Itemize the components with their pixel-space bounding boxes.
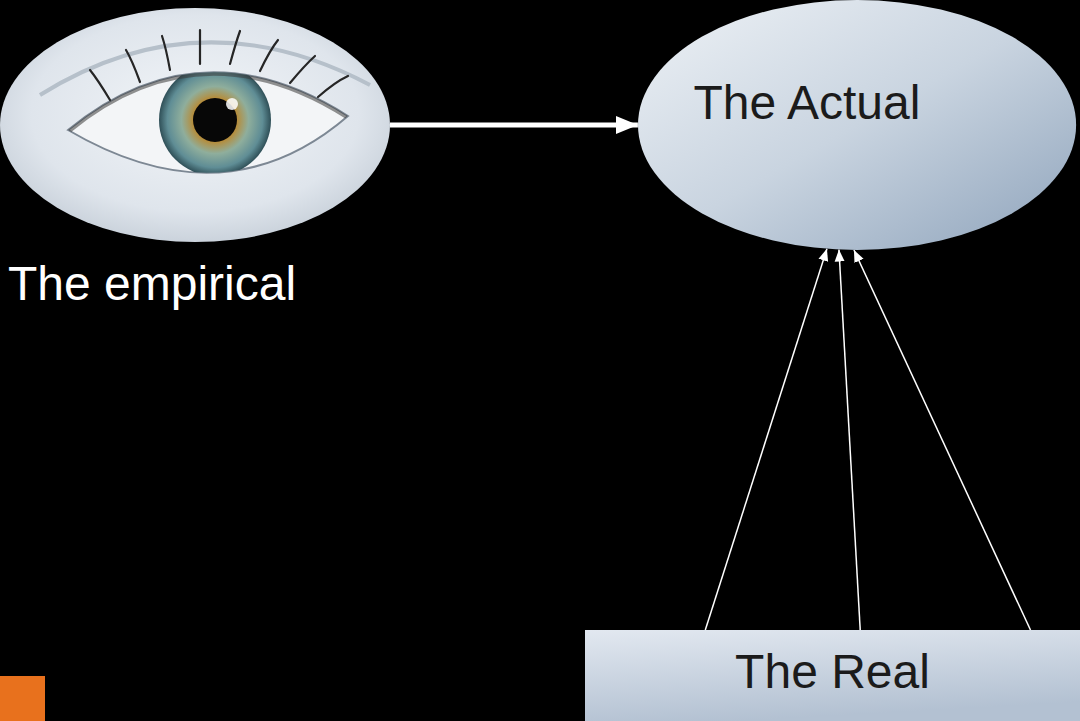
eye-pupil <box>193 98 237 142</box>
eye-iris <box>159 64 271 176</box>
arrow-connector <box>390 123 638 128</box>
node-label: The Real <box>735 644 930 699</box>
accent-square <box>0 676 45 721</box>
arrow-connector <box>854 250 1031 630</box>
eye-picture <box>0 8 390 242</box>
real-box: The Real <box>585 630 1080 721</box>
arrow-connector <box>705 249 827 630</box>
eye-skin <box>0 8 390 242</box>
node-label: The empirical <box>8 256 296 311</box>
eye-lashes <box>90 30 348 100</box>
eye-lid-shadow <box>68 72 348 130</box>
eye-highlight <box>226 98 238 110</box>
node-label: The Actual <box>694 75 921 130</box>
actual-ellipse: The Actual <box>638 0 1076 250</box>
eye-node: The empirical <box>0 8 390 242</box>
arrow-connector <box>839 250 860 630</box>
